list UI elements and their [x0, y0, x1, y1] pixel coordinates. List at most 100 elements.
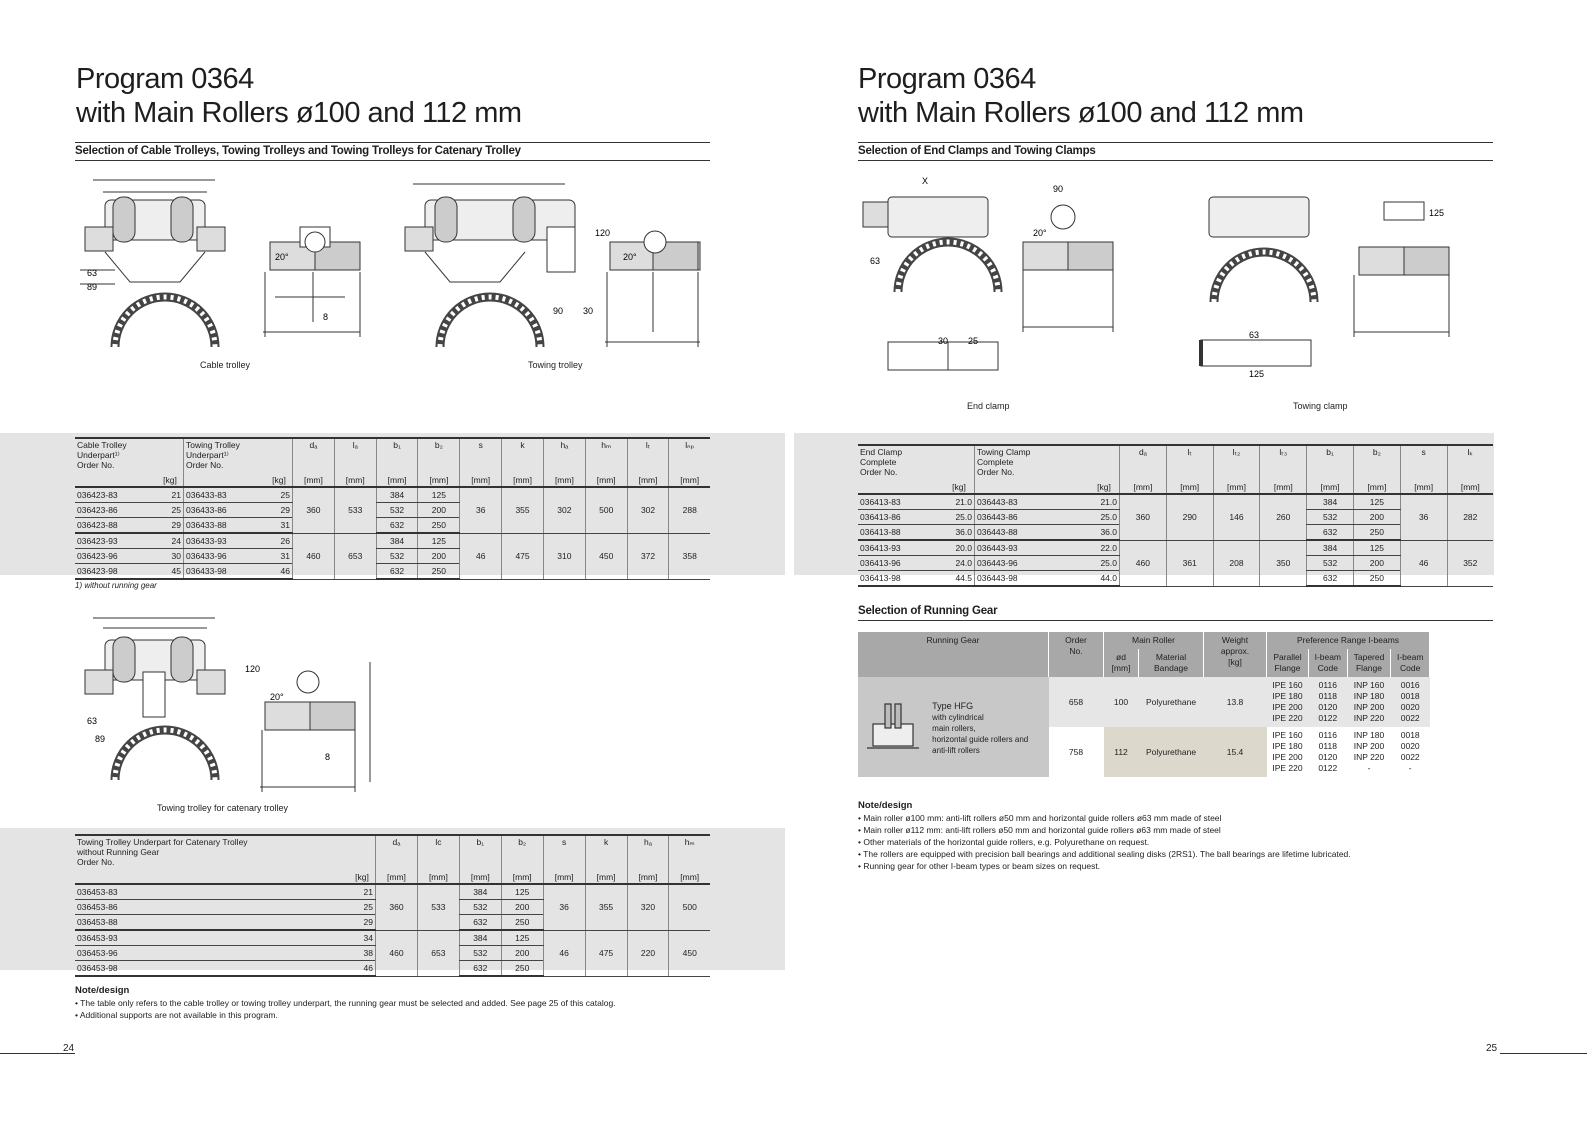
unit: [mm] — [333, 471, 377, 488]
table-cell: 290 — [1165, 494, 1214, 541]
table-cell: 320 — [626, 884, 669, 931]
unit: [mm] — [1212, 478, 1260, 495]
th-b1: b₁ — [375, 437, 418, 471]
unit: [mm] — [375, 868, 418, 885]
dim-90: 90 — [1053, 184, 1063, 194]
th-order: Order No. — [1048, 632, 1104, 677]
unit: [mm] — [1306, 478, 1354, 495]
dim-120: 120 — [245, 664, 260, 674]
towing-trolley-catenary-drawing: 63 89 120 20° 8 — [84, 617, 371, 792]
th-hm: hₘ — [584, 437, 628, 471]
table-cell: 532 — [375, 548, 418, 564]
page-number: 24 — [63, 1043, 75, 1054]
table-cell: 29 — [349, 914, 376, 931]
dim-x: X — [922, 176, 928, 186]
th-weight: Weight approx. [kg] — [1203, 632, 1267, 677]
note-item: • Main roller ø100 mm: anti-lift rollers… — [858, 813, 1222, 823]
page-rule — [0, 1053, 75, 1054]
th-pref: Preference Range I-beams — [1266, 632, 1430, 649]
table-cell: 036433-86 — [183, 502, 266, 518]
th-b2: b₂ — [500, 834, 544, 868]
th-k: k — [584, 834, 628, 868]
unit: [mm] — [1352, 478, 1401, 495]
table-cell: 250 — [1352, 524, 1401, 541]
table-cell: 288 — [668, 487, 710, 534]
page-number: 25 — [1486, 1043, 1498, 1054]
table-cell: 355 — [501, 487, 544, 534]
table-cell: 450 — [584, 533, 628, 580]
table-cell: 532 — [1306, 555, 1354, 571]
note-block: Note/design • Main roller ø100 mm: anti-… — [858, 800, 1351, 872]
table-cell: 46 — [266, 563, 293, 580]
dim-63: 63 — [87, 268, 97, 278]
table-cell: 460 — [292, 533, 335, 580]
table-cell: 632 — [458, 914, 502, 931]
table-cell: 384 — [1306, 494, 1354, 510]
unit: [mm] — [501, 471, 544, 488]
th-lk: lₖ — [1446, 444, 1493, 478]
table-cell: 632 — [375, 517, 418, 534]
rg-pcode: 0116 0118 0120 0122 — [1308, 677, 1348, 727]
table-cell: 250 — [1352, 570, 1401, 587]
unit: [mm] — [417, 471, 460, 488]
dim-125: 125 — [1429, 208, 1444, 218]
rg-parallel: IPE 160 IPE 180 IPE 200 IPE 220 — [1266, 727, 1309, 777]
table-cell: 250 — [417, 563, 460, 580]
title-line-2: with Main Rollers ø100 and 112 mm — [76, 97, 522, 129]
unit: [mm] — [1446, 478, 1493, 495]
note-item: • Main roller ø112 mm: anti-lift rollers… — [858, 825, 1221, 835]
table-cell: 036453-88 — [75, 914, 349, 931]
unit: [mm] — [292, 471, 335, 488]
table-cell: 532 — [375, 502, 418, 518]
table-cell: 25.0 — [944, 509, 975, 525]
page-rule — [1500, 1053, 1587, 1054]
table-cell: 036443-83 — [974, 494, 1089, 510]
th-blank — [858, 478, 944, 495]
table-cell: 372 — [626, 533, 669, 580]
unit: [mm] — [626, 471, 669, 488]
table-cell: 20.0 — [944, 540, 975, 556]
th-ibeam2: I-beam Code — [1390, 649, 1430, 677]
rg-parallel: IPE 160 IPE 180 IPE 200 IPE 220 — [1266, 677, 1309, 727]
th-lt3: lₜ₃ — [1259, 444, 1307, 478]
table-cell: 632 — [375, 563, 418, 580]
table-cell: 45 — [157, 563, 184, 580]
th-towing-order: Towing Clamp Complete Order No. — [974, 444, 1089, 478]
table-cell: 21.0 — [944, 494, 975, 510]
table-cell: 361 — [1165, 540, 1214, 587]
th-lc: lc — [416, 834, 460, 868]
table-cell: 25 — [157, 502, 184, 518]
dim-8: 8 — [325, 752, 330, 762]
note-title: Note/design — [75, 985, 130, 996]
th-da: dₐ — [1119, 444, 1167, 478]
cable-towing-trolley-table: Cable Trolley Underpart¹⁾ Order No. Towi… — [75, 437, 710, 580]
table-cell: 358 — [668, 533, 710, 580]
th-blank — [75, 471, 157, 488]
table-cell: 384 — [458, 884, 502, 900]
table-cell: 532 — [1306, 509, 1354, 525]
table-cell: 250 — [500, 914, 544, 931]
table-cell: 036413-93 — [858, 540, 944, 556]
rg-material: Polyurethane — [1138, 727, 1204, 777]
unit: [mm] — [584, 868, 628, 885]
table-cell: 450 — [668, 930, 710, 977]
towing-trolley-drawing: 120 90 30 20° — [404, 183, 701, 348]
note-item: • Running gear for other I-beam types or… — [858, 861, 1101, 871]
caption-towing-trolley-catenary: Towing trolley for catenary trolley — [157, 803, 289, 813]
table-cell: 36 — [1399, 494, 1448, 541]
th-s: s — [542, 834, 586, 868]
table-cell: 036443-98 — [974, 570, 1089, 587]
note-block: Note/design • The table only refers to t… — [75, 985, 616, 1021]
table-cell: 250 — [500, 960, 544, 977]
th-material: Material Bandage — [1138, 649, 1204, 677]
table-cell: 36 — [459, 487, 502, 534]
table-cell: 036453-98 — [75, 960, 349, 977]
table-cell: 36.0 — [1089, 524, 1120, 541]
